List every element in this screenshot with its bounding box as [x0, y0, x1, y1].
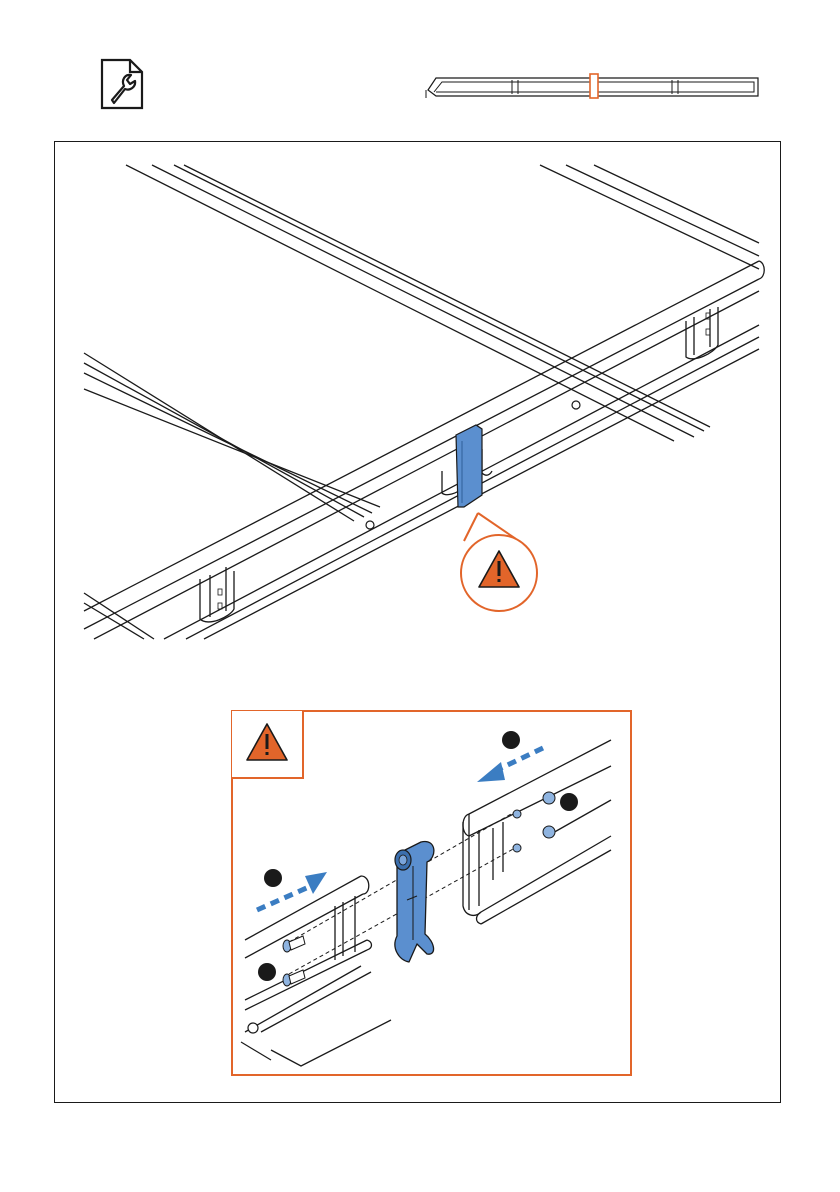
- bolt: [283, 936, 305, 952]
- rail-connector-highlight: [590, 74, 598, 98]
- nut: [543, 826, 555, 838]
- detail-assembly-illustration: [231, 710, 632, 1076]
- document-wrench-icon: [92, 56, 148, 112]
- step-marker: [258, 963, 276, 981]
- push-left-arrow-icon: [477, 748, 543, 782]
- rail-connector-bracket: [395, 841, 434, 962]
- rail-overview-icon: [422, 70, 764, 102]
- step-marker: [264, 869, 282, 887]
- nut: [543, 792, 555, 804]
- step-marker: [502, 731, 520, 749]
- warning-box: [231, 710, 303, 778]
- step-marker: [560, 793, 578, 811]
- rail-connector-highlight: [456, 425, 482, 507]
- bolt: [283, 970, 305, 986]
